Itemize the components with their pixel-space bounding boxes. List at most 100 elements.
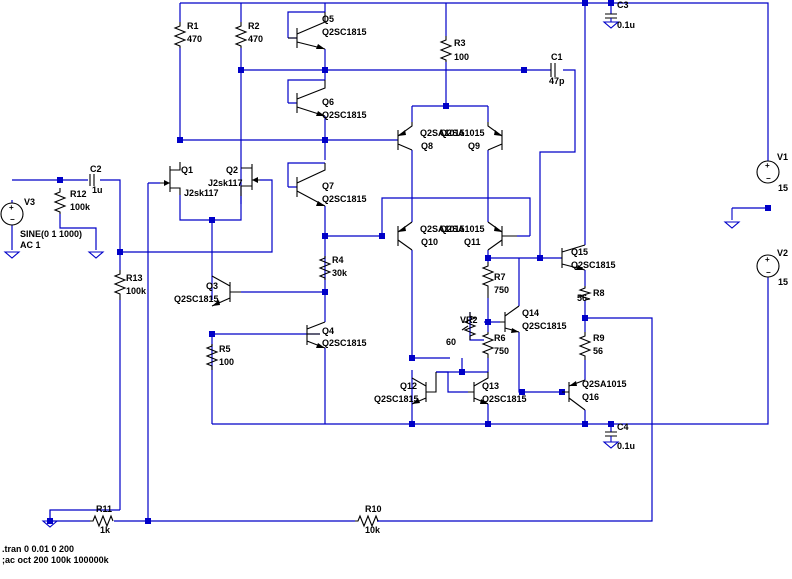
svg-text:Q12: Q12 [400,381,417,391]
svg-text:56: 56 [593,346,603,356]
capacitor-c4: C4 0.1u [602,422,635,451]
svg-text:R1: R1 [187,21,199,31]
svg-text:+: + [765,255,770,264]
transistor-q16: Q2SA1015 Q16 [562,379,627,411]
transistor-q9: Q2SA1015 Q9 [440,122,503,151]
svg-text:Q5: Q5 [322,14,334,24]
resistor-r5: R5 100 [205,344,234,370]
transistor-q4: Q4 Q2SC1815 [306,321,367,349]
capacitor-c2: C2 1u [89,164,103,195]
svg-text:Q2SC1815: Q2SC1815 [482,394,527,404]
svg-text:Q2SC1815: Q2SC1815 [174,294,219,304]
svg-text:R7: R7 [494,272,506,282]
resistor-r7: R7 750 [481,262,509,298]
spice-directives: .tran 0 0.01 0 200 ;ac oct 200 100k 1000… [2,544,110,565]
svg-text:R9: R9 [593,333,605,343]
svg-text:100k: 100k [70,202,91,212]
svg-text:60: 60 [446,337,456,347]
svg-text:Q9: Q9 [468,141,480,151]
svg-text:+: + [9,203,14,212]
transistor-q3: Q3 Q2SC1815 [174,275,241,307]
svg-text:Q2SA1015: Q2SA1015 [420,224,465,234]
svg-text:R11: R11 [96,504,112,514]
svg-text:15: 15 [778,183,788,193]
svg-text:Q2SC1815: Q2SC1815 [322,110,367,120]
svg-text:470: 470 [248,34,263,44]
svg-text:AC 1: AC 1 [20,240,41,250]
svg-text:R4: R4 [332,255,344,265]
voltage-source-v2: + − V2 15 [756,248,788,287]
svg-text:Q2SC1815: Q2SC1815 [322,27,367,37]
svg-text:C1: C1 [551,52,563,62]
svg-text:1k: 1k [100,525,111,535]
svg-text:Q1: Q1 [181,165,193,175]
svg-text:Q6: Q6 [322,97,334,107]
svg-text:Q2SA1015: Q2SA1015 [440,224,485,234]
svg-text:0.1u: 0.1u [617,441,635,451]
transistor-q1: Q1 J2sk117 [160,162,219,198]
svg-text:J2sk117: J2sk117 [208,178,243,188]
svg-text:V1: V1 [777,152,788,162]
transistor-q8: Q2SA1015 Q8 [397,122,465,151]
svg-text:Q3: Q3 [206,281,218,291]
transistor-q7: Q7 Q2SC1815 [296,163,367,207]
resistor-r1: R1 470 [173,21,202,48]
transistor-q6: Q6 Q2SC1815 [296,80,367,120]
svg-text:Q16: Q16 [582,392,599,402]
wires [11,2,769,522]
svg-text:R3: R3 [454,38,466,48]
svg-text:V3: V3 [24,197,35,207]
svg-text:Q10: Q10 [421,237,438,247]
voltage-source-v1: + − V1 15 [756,152,788,193]
svg-text:750: 750 [494,285,509,295]
junction-dots [47,0,771,524]
svg-text:R12: R12 [70,189,87,199]
svg-text:R5: R5 [219,344,231,354]
svg-text:Q13: Q13 [482,381,499,391]
resistor-r2: R2 470 [234,21,263,48]
capacitor-c3: C3 0.1u [602,0,635,30]
svg-text:30k: 30k [332,268,348,278]
svg-text:R13: R13 [126,273,143,283]
transistor-q14: Q14 Q2SC1815 [500,305,567,333]
svg-text:470: 470 [187,34,202,44]
svg-text:Q2SA1015: Q2SA1015 [582,379,627,389]
svg-text:Q2SC1815: Q2SC1815 [374,394,419,404]
svg-text:R6: R6 [494,333,506,343]
svg-text:C2: C2 [90,164,102,174]
svg-text:0.1u: 0.1u [617,20,635,30]
svg-text:−: − [10,215,15,224]
ac-directive: ;ac oct 200 100k 100000k [2,555,110,565]
transistor-q10: Q2SA1015 Q10 [397,221,465,251]
svg-text:750: 750 [494,346,509,356]
resistor-r8: R8 56 [577,286,605,303]
svg-text:15: 15 [778,277,788,287]
svg-text:47p: 47p [549,76,565,86]
svg-text:10k: 10k [365,525,381,535]
svg-text:−: − [766,268,771,277]
svg-text:1u: 1u [92,185,103,195]
svg-text:100: 100 [454,52,469,62]
svg-text:C3: C3 [617,0,629,10]
resistor-r3: R3 100 [439,36,469,62]
resistor-r11: R11 1k [90,504,114,535]
svg-text:Q2SC1815: Q2SC1815 [322,338,367,348]
transistor-q12: Q12 Q2SC1815 [374,372,437,405]
svg-text:Q14: Q14 [522,308,539,318]
potentiometer-vr2: VR2 60 [446,312,478,347]
svg-text:Q2SC1815: Q2SC1815 [571,260,616,270]
svg-text:Q8: Q8 [421,141,433,151]
svg-text:Q11: Q11 [464,237,481,247]
transistor-q15: Q15 Q2SC1815 [561,244,616,271]
svg-text:Q2SC1815: Q2SC1815 [522,321,567,331]
resistor-r9: R9 56 [578,332,605,360]
svg-text:R2: R2 [248,21,260,31]
svg-text:100: 100 [219,357,234,367]
svg-text:+: + [765,161,770,170]
capacitor-c1: C1 47p [549,52,565,86]
svg-text:Q2SA1015: Q2SA1015 [420,128,465,138]
resistor-r12: R12 100k [53,188,91,214]
voltage-source-v3: + − V3 SINE(0 1 1000) AC 1 [0,197,82,250]
svg-text:−: − [766,174,771,183]
